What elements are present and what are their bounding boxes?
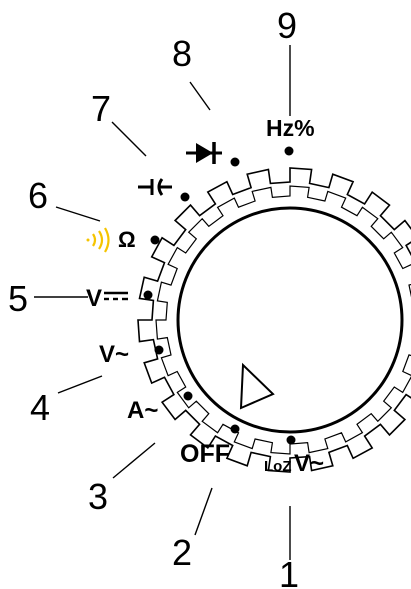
- volts-ac-label: V~: [99, 341, 129, 368]
- function-labels: LoZ V~ OFF A~ V~ V Ω Hz%: [86, 115, 324, 477]
- position-dot-amps: [183, 391, 193, 401]
- callout-number-3: 3: [88, 476, 108, 517]
- loz-prefix-label: LoZ: [264, 458, 292, 475]
- leader-line-2: [194, 487, 213, 536]
- leader-line-7: [111, 121, 147, 157]
- continuity-sound-icon: [86, 227, 110, 253]
- leader-lines: [34, 45, 291, 560]
- leader-line-3: [112, 442, 156, 479]
- pointer-triangle-icon: [239, 362, 275, 410]
- knob-toothed-ring: [137, 167, 411, 473]
- callout-number-2: 2: [172, 532, 192, 573]
- callout-number-7: 7: [91, 88, 111, 129]
- callout-number-9: 9: [277, 5, 297, 46]
- dc-symbol-icon: [104, 291, 128, 301]
- leader-line-6: [55, 206, 101, 222]
- position-dot-volts-dc: [143, 290, 153, 300]
- position-dot-off: [230, 424, 240, 434]
- knob-inner-toothed-ring: [155, 185, 411, 455]
- callout-number-8: 8: [172, 33, 192, 74]
- position-dot-diode: [230, 157, 240, 167]
- knob-center-disc: [176, 206, 404, 434]
- capacitor-icon: [138, 178, 172, 196]
- callout-number-4: 4: [30, 387, 50, 428]
- position-dot-capacitance: [180, 192, 190, 202]
- position-dot-hz: [284, 146, 294, 156]
- position-dots: [143, 146, 296, 445]
- off-label: OFF: [180, 440, 230, 468]
- volts-dc-label: V: [86, 285, 102, 312]
- position-dot-volts-ac: [154, 345, 164, 355]
- rotary-knob[interactable]: [137, 167, 411, 473]
- loz-volts-ac-label: V~: [294, 450, 324, 477]
- position-dot-ohm: [150, 235, 160, 245]
- amps-ac-label: A~: [127, 397, 158, 424]
- leader-line-8: [189, 81, 211, 111]
- ohm-label: Ω: [118, 227, 136, 252]
- position-dot-loz: [286, 435, 296, 445]
- callout-number-1: 1: [279, 554, 299, 589]
- callout-number-5: 5: [8, 278, 28, 319]
- diode-icon: [186, 142, 222, 164]
- leader-line-4: [57, 375, 103, 394]
- callout-number-6: 6: [28, 175, 48, 216]
- hz-percent-label: Hz%: [266, 115, 315, 141]
- callout-numbers: 1 2 3 4 5 6 7 8 9: [8, 5, 299, 589]
